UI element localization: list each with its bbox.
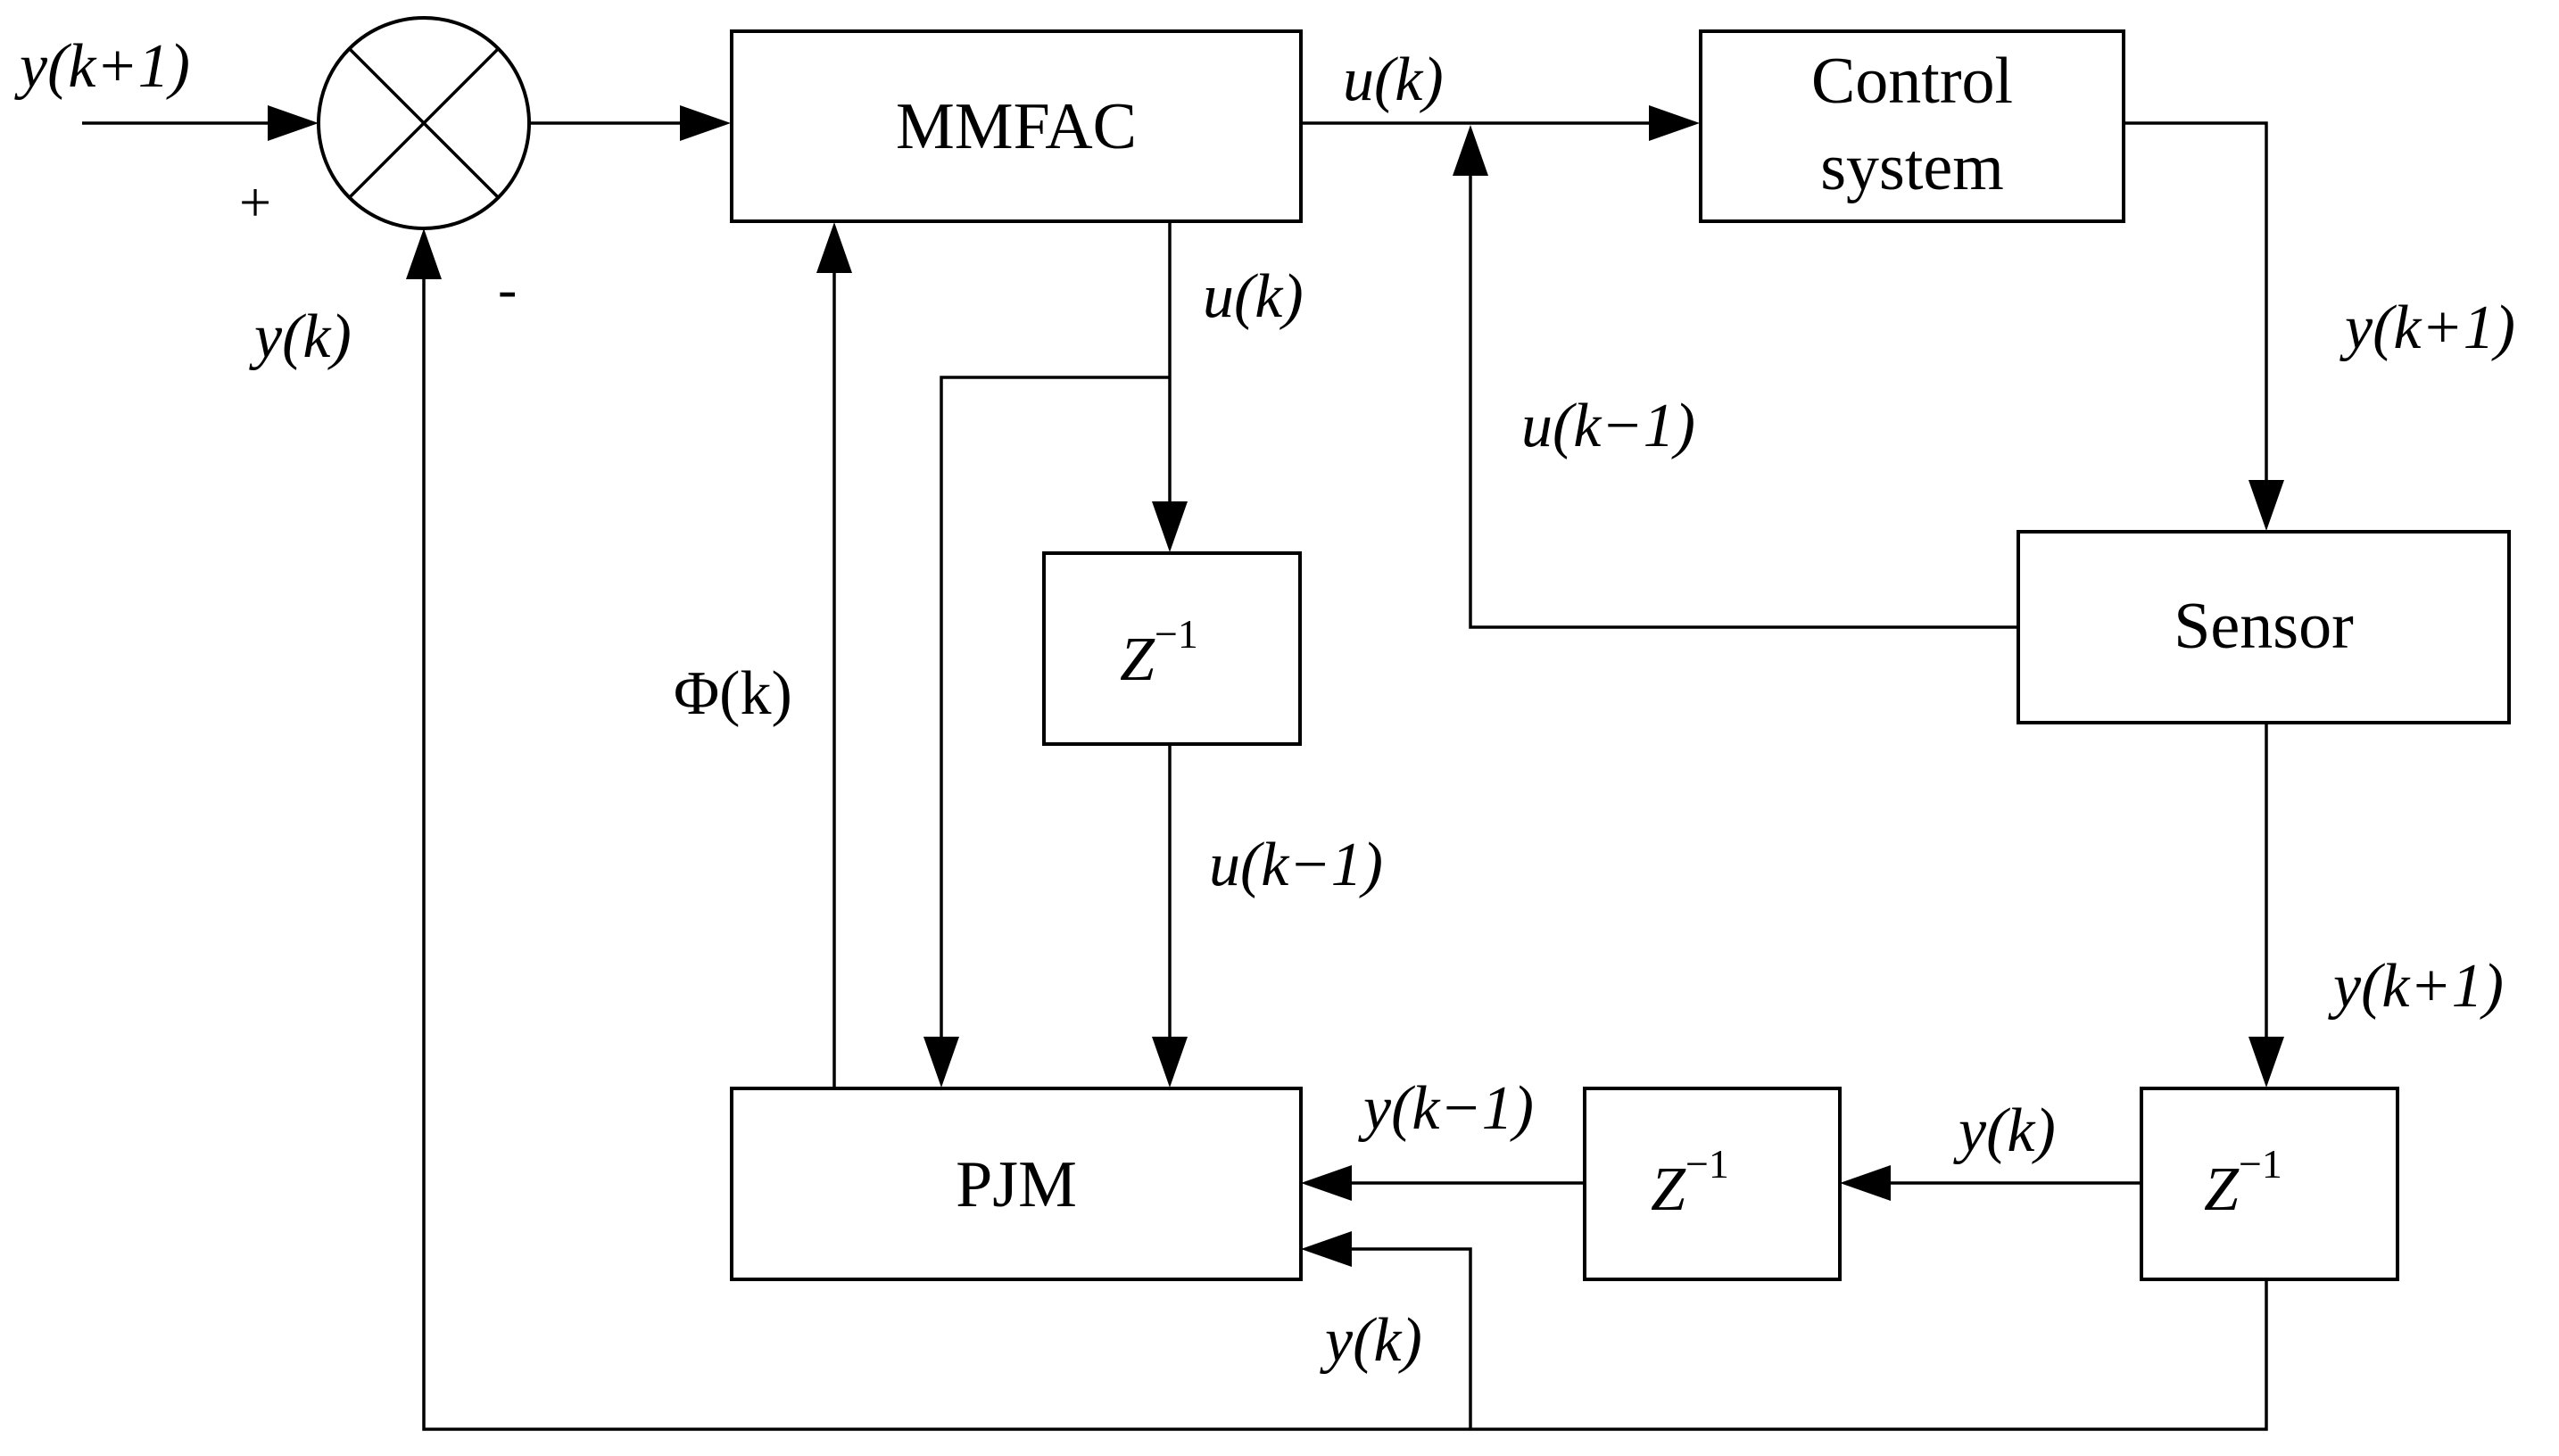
signal-input-label: y(k+1) — [14, 32, 190, 101]
summing-junction — [317, 16, 531, 230]
sensor-to-delay-arrow — [2248, 1037, 2284, 1088]
phi-arrow — [816, 222, 852, 273]
signal-y-to-pjm-label: y(k) — [1320, 1306, 1422, 1375]
control-system-label-line2: system — [1820, 131, 2004, 204]
signal-feedback-label: y(k) — [249, 302, 352, 371]
u-branch-to-pjm-wire — [940, 376, 1170, 1037]
sensor-to-u-wire — [1469, 176, 2018, 629]
mmfac-to-delay-arrow — [1152, 501, 1188, 552]
signal-mmfac-out-label: u(k) — [1343, 46, 1444, 114]
signal-phi-label: Φ(k) — [674, 659, 792, 728]
delay-block-u-label: Z−1 — [1120, 611, 1198, 694]
summing-plus-sign: + — [239, 170, 271, 234]
y-to-pjm-arrow — [1301, 1231, 1352, 1267]
feedback-wire — [422, 279, 2268, 1431]
mmfac-block — [730, 29, 1303, 223]
delay-block-y2-label: Z−1 — [1651, 1141, 1729, 1224]
sensor-block — [2017, 530, 2511, 724]
sensor-label: Sensor — [2174, 590, 2353, 663]
signal-sensor-to-u-label: u(k−1) — [1521, 392, 1695, 460]
control-to-sensor-wire — [2124, 121, 2268, 480]
delay-block-y1-label: Z−1 — [2204, 1141, 2282, 1224]
delay-block-y2 — [1583, 1087, 1842, 1281]
delay1-to-delay2-arrow — [1840, 1165, 1891, 1201]
delay-block-y1 — [2140, 1087, 2399, 1281]
feedback-arrow — [406, 228, 442, 279]
signal-u-to-delay-label: u(k) — [1203, 262, 1304, 331]
delay2-to-pjm-arrow — [1301, 1165, 1352, 1201]
pjm-label: PJM — [956, 1148, 1077, 1221]
signal-sensor-out-label: y(k+1) — [2328, 952, 2504, 1021]
control-system-block — [1699, 29, 2125, 223]
sum-to-mmfac-arrow — [680, 105, 731, 141]
input-arrow — [268, 105, 319, 141]
u-branch-to-pjm-arrow — [923, 1037, 959, 1088]
y-to-pjm-wire — [1352, 1247, 1472, 1429]
signal-control-out-label: y(k+1) — [2340, 294, 2515, 362]
mmfac-label: MMFAC — [896, 90, 1137, 163]
delay-to-pjm-arrow — [1152, 1037, 1188, 1088]
mmfac-to-control-arrow — [1649, 105, 1700, 141]
signal-delay-out-u-label: u(k−1) — [1209, 831, 1383, 899]
control-system-label-line1: Control — [1811, 45, 2013, 118]
signal-z2-to-z3-label: y(k) — [1953, 1096, 2056, 1165]
control-to-sensor-arrow — [2248, 480, 2284, 531]
summing-minus-sign: - — [498, 257, 517, 320]
signal-z3-to-pjm-label: y(k−1) — [1358, 1074, 1534, 1143]
pjm-block — [730, 1087, 1303, 1281]
delay-block-u — [1042, 551, 1302, 746]
sensor-to-u-arrow — [1453, 125, 1488, 176]
